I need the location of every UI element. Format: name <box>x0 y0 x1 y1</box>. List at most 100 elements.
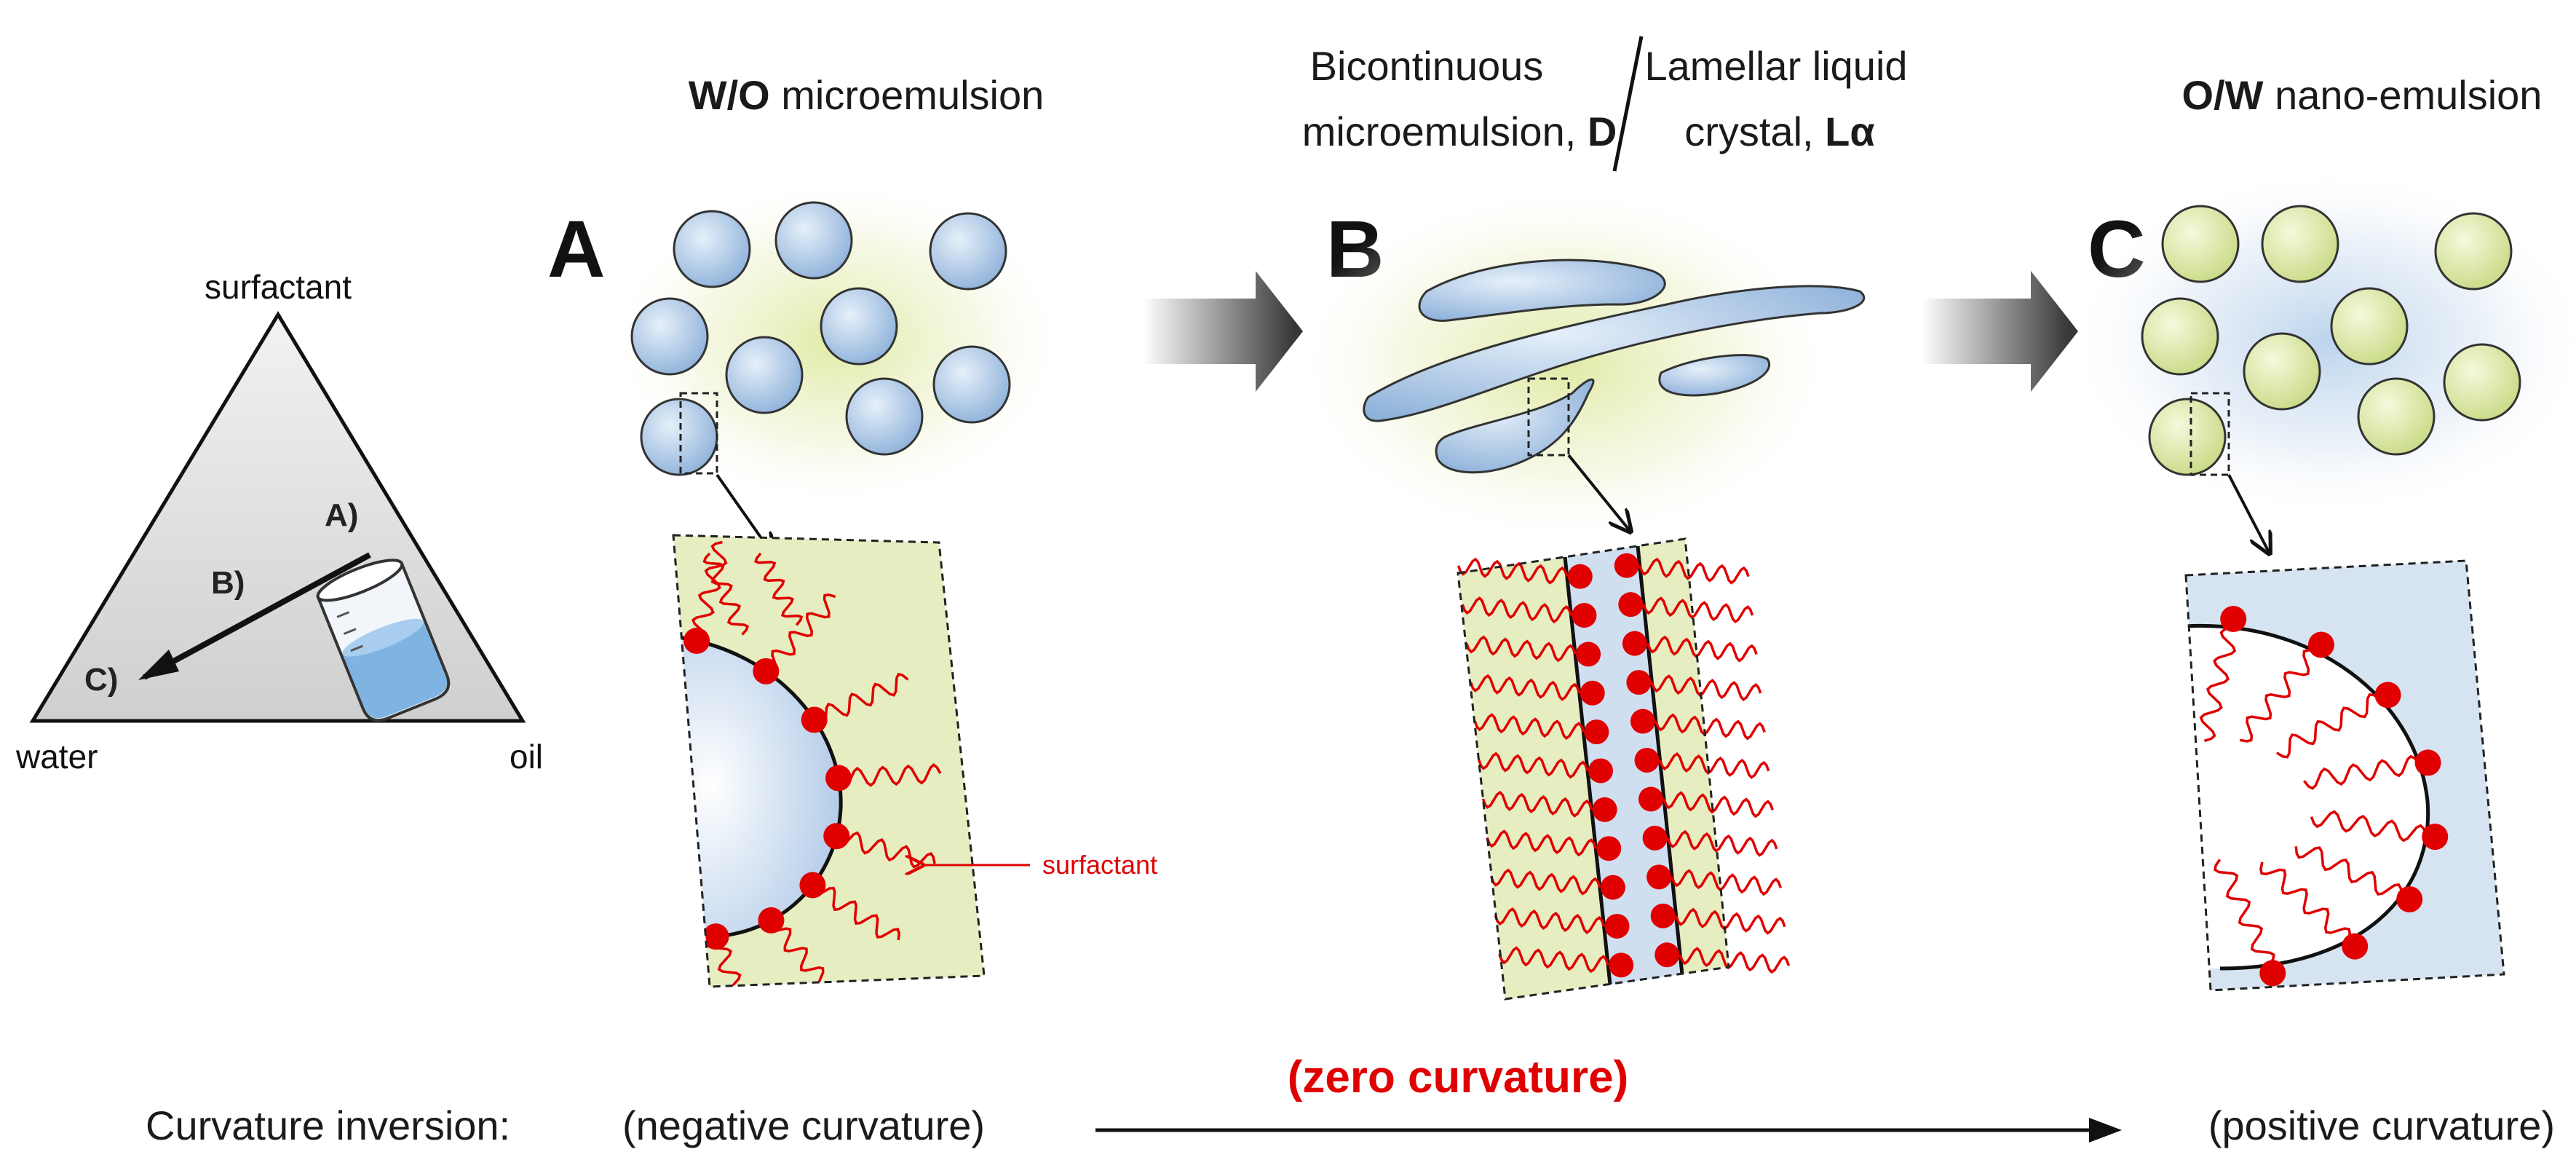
ternary-diagram: surfactant water oil A) B) C) <box>15 268 543 776</box>
surfactant-tail <box>1473 713 1585 741</box>
surfactant-tail <box>1675 907 1786 935</box>
vertex-label-water: water <box>15 738 98 776</box>
water-droplet <box>774 201 853 280</box>
surfactant-tail <box>2214 859 2275 966</box>
surfactant-head <box>1626 670 1652 695</box>
interface-curve-c <box>2186 623 2430 971</box>
water-droplet <box>725 336 804 414</box>
surfactant-tail <box>1457 557 1569 585</box>
water-droplet <box>845 377 924 456</box>
surfactant-tail <box>2259 861 2352 941</box>
water-droplet <box>932 345 1011 424</box>
surfactant-annotation: surfactant <box>1042 850 1157 880</box>
surfactant-tail <box>1650 674 1762 702</box>
panel-c-interface-detail <box>2184 559 2505 992</box>
panel-letter-a: A <box>547 205 605 294</box>
surfactant-tail <box>2310 810 2428 843</box>
surfactant-tail <box>1494 907 1606 935</box>
path-label-c: C) <box>84 662 118 698</box>
zoom-region-a <box>679 392 718 475</box>
surfactant-head <box>1638 786 1664 812</box>
surfactant-head <box>1576 642 1601 667</box>
surfactant-tail <box>2294 846 2403 896</box>
panel-a-title: W/O microemulsion <box>689 72 1045 118</box>
oil-droplet <box>2357 377 2436 456</box>
surfactant-head <box>1618 592 1644 617</box>
negative-curvature-label: (negative curvature) <box>622 1102 985 1148</box>
surfactant-tail <box>2303 754 2421 790</box>
panel-c-droplets <box>2067 167 2576 553</box>
panel-a-droplets <box>604 175 1070 555</box>
surfactant-head <box>2342 933 2369 960</box>
surfactant-head <box>1630 709 1655 734</box>
positive-curvature-label: (positive curvature) <box>2208 1102 2555 1148</box>
oil-droplet <box>2261 205 2339 283</box>
surfactant-head <box>1572 603 1597 628</box>
surfactant-head <box>1588 758 1613 784</box>
surfactant-tail <box>1658 752 1770 779</box>
path-label-b: B) <box>211 565 245 601</box>
zoom-arrow-b <box>1567 454 1630 532</box>
surfactant-head <box>823 823 850 850</box>
surfactant-head <box>2396 885 2423 912</box>
zoom-region-c <box>2189 392 2230 476</box>
water-channel <box>1418 259 1666 322</box>
panel-a-interface-detail: surfactant <box>672 534 1157 988</box>
panel-b-title-right-line1: Lamellar liquid <box>1644 43 1907 89</box>
panel-b-bicontinuous <box>1288 182 1866 546</box>
surfactant-heads-a <box>683 628 852 950</box>
surfactant-head <box>758 907 785 934</box>
surfactant-head <box>683 628 710 655</box>
oil-droplet <box>2443 343 2521 422</box>
surfactant-head <box>2307 631 2334 658</box>
oil-droplet <box>2434 212 2513 291</box>
surfactant-head <box>801 706 828 733</box>
curvature-progress-arrowhead <box>2089 1118 2122 1143</box>
curvature-inversion-label: Curvature inversion: <box>146 1102 510 1148</box>
surfactant-head <box>1646 864 1672 890</box>
surfactant-head <box>1622 631 1647 656</box>
surfactant-head <box>2414 749 2441 776</box>
surfactant-heads-c <box>2220 606 2449 987</box>
surfactant-tails-c <box>2199 626 2428 966</box>
surfactant-tail <box>2199 626 2237 743</box>
zero-curvature-label: (zero curvature) <box>1288 1052 1629 1102</box>
surfactant-head <box>1584 719 1609 745</box>
water-droplet <box>929 212 1007 291</box>
surfactant-tail <box>1679 947 1791 974</box>
surfactant-tail <box>1465 635 1577 663</box>
dilution-path-arrowhead <box>138 650 179 680</box>
water-channel <box>1363 285 1866 422</box>
surfactant-tail <box>1490 868 1601 896</box>
surfactant-head <box>1642 825 1668 851</box>
surfactant-tail <box>767 920 841 987</box>
surfactant-tail <box>2275 693 2381 759</box>
surfactant-head <box>2259 960 2286 987</box>
surfactant-tail <box>2239 649 2316 743</box>
surfactant-tail <box>1654 713 1766 741</box>
water-droplet <box>640 398 718 476</box>
surfactant-tail <box>1646 635 1758 663</box>
panel-b-title-right-line2: crystal, Lα <box>1684 108 1875 154</box>
surfactant-head <box>753 658 780 684</box>
transition-arrow-b-to-c <box>1922 271 2078 392</box>
beaker-icon <box>316 559 451 722</box>
oil-droplet <box>2161 205 2240 283</box>
surfactant-tails-b <box>1457 557 1791 974</box>
surfactant-tail <box>1662 791 1774 818</box>
surfactant-head <box>2374 682 2401 709</box>
panel-b-interface-detail <box>1457 537 1791 1001</box>
water-droplet <box>820 287 898 366</box>
surfactant-tail <box>810 885 900 941</box>
surfactant-head <box>2220 606 2247 633</box>
surfactant-head <box>1600 875 1625 900</box>
transition-arrow-a-to-b <box>1143 271 1303 392</box>
water-channel <box>1658 354 1771 397</box>
oil-droplet <box>2243 332 2321 411</box>
surfactant-tail <box>1666 829 1778 857</box>
surfactant-tail <box>1642 596 1754 624</box>
surfactant-head <box>1592 797 1617 822</box>
panel-b-title-left-line2: microemulsion, D <box>1302 108 1617 154</box>
water-droplet <box>673 210 751 288</box>
